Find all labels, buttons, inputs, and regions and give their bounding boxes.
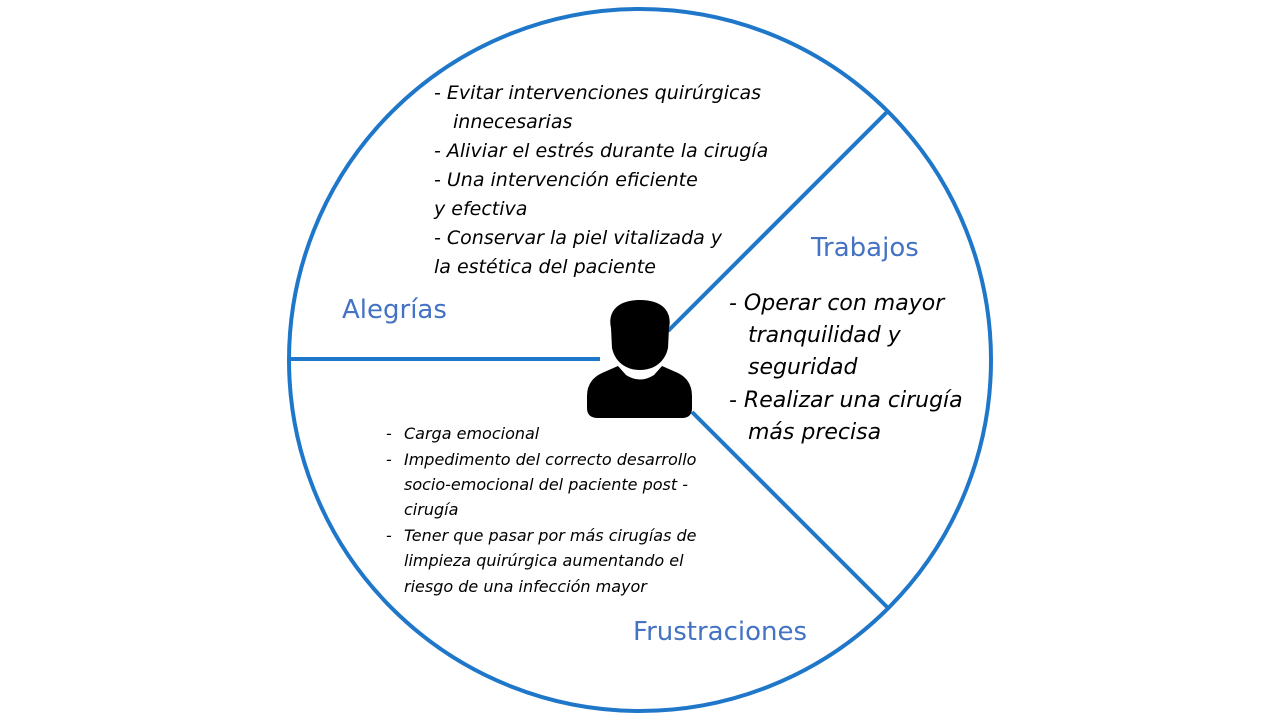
- frustraciones-bullet: -: [386, 424, 392, 443]
- frustraciones-bullet: -: [386, 526, 392, 545]
- frustraciones-line: Impedimento del correcto desarrollo: [404, 450, 697, 469]
- alegrias-line: innecesarias: [453, 111, 573, 133]
- trabajos-title: Trabajos: [811, 233, 919, 263]
- frustraciones-line: socio-emocional del paciente post -: [404, 475, 688, 494]
- trabajos-line: seguridad: [748, 355, 858, 380]
- alegrias-line: - Aliviar el estrés durante la cirugía: [434, 140, 769, 162]
- trabajos-line: - Operar con mayor: [729, 291, 945, 316]
- frustraciones-line: limpieza quirúrgica aumentando el: [404, 551, 684, 570]
- alegrias-title: Alegrías: [342, 295, 447, 325]
- frustraciones-bullet: -: [386, 450, 392, 469]
- frustraciones-line: riesgo de una infección mayor: [404, 577, 647, 596]
- trabajos-line: - Realizar una cirugía: [729, 388, 963, 413]
- trabajos-line: tranquilidad y: [748, 323, 901, 348]
- alegrias-line: y efectiva: [434, 198, 528, 220]
- frustraciones-line: Tener que pasar por más cirugías de: [404, 526, 697, 545]
- alegrias-line: - Evitar intervenciones quirúrgicas: [434, 82, 762, 104]
- frustraciones-line: cirugía: [404, 500, 459, 519]
- divider-upper-right: [666, 109, 890, 333]
- frustraciones-title: Frustraciones: [633, 617, 808, 647]
- alegrias-line: - Conservar la piel vitalizada y: [434, 227, 723, 249]
- trabajos-line: más precisa: [748, 420, 882, 445]
- alegrias-line: la estética del paciente: [434, 256, 656, 278]
- person-silhouette-icon: [587, 300, 692, 418]
- alegrias-line: - Una intervención eficiente: [434, 169, 698, 191]
- frustraciones-line: Carga emocional: [404, 424, 540, 443]
- divider-lower-right: [690, 410, 890, 610]
